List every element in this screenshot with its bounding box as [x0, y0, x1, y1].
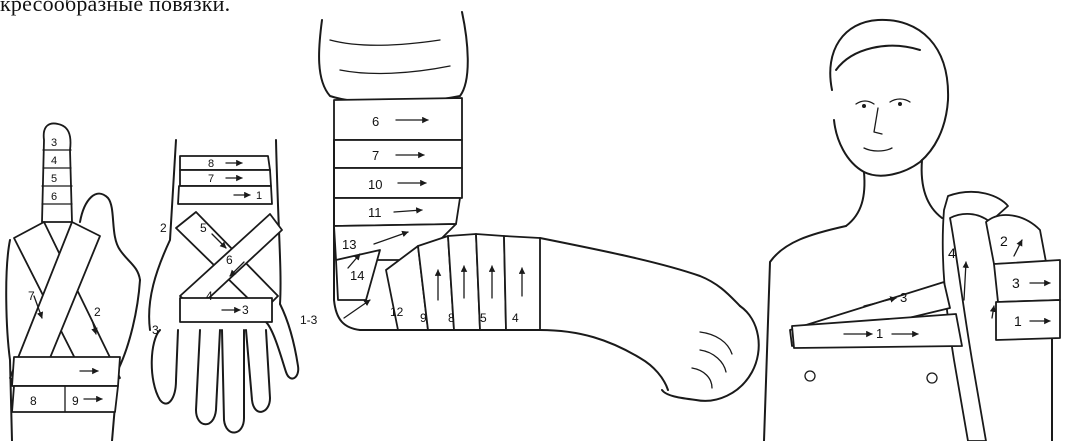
label-d-2: 2 — [1000, 233, 1008, 249]
label-c-13: 13 — [342, 237, 356, 252]
neck-d-right — [922, 160, 942, 218]
hand-b-finger-1 — [152, 330, 178, 404]
band-a-wrist-8 — [12, 357, 120, 386]
label-b-5: 5 — [200, 221, 207, 235]
label-a-7: 7 — [28, 289, 35, 303]
figure-elbow-bandage: 6 7 10 11 13 14 12 9 8 5 4 1-3 — [300, 12, 759, 401]
hand-a-outline-left — [6, 240, 12, 441]
label-b-6: 6 — [226, 253, 233, 267]
label-b-1: 1 — [256, 190, 262, 202]
hairline-d — [836, 46, 920, 70]
label-c-11: 11 — [368, 205, 382, 220]
sleeve — [319, 12, 468, 103]
label-b-2: 2 — [160, 221, 167, 235]
figure-shoulder-bandage: 4 2 3 3 1 1 — [764, 20, 1060, 441]
nipple-right-d — [927, 373, 937, 383]
label-a-6: 6 — [51, 191, 57, 203]
neck-d-left — [846, 172, 864, 226]
forearm-c-bottom — [540, 330, 668, 390]
hand-b-finger-2 — [196, 330, 220, 424]
label-a-8: 8 — [30, 394, 37, 408]
label-c-1-3: 1-3 — [300, 313, 318, 327]
label-c-9: 9 — [420, 311, 427, 325]
label-d-4: 4 — [948, 245, 956, 261]
label-c-6: 6 — [372, 114, 379, 129]
label-c-10: 10 — [368, 177, 382, 192]
hand-b-finger-3 — [222, 330, 244, 433]
band-c-6 — [334, 98, 462, 140]
hand-b-left — [149, 140, 176, 330]
label-c-14: 14 — [350, 268, 364, 283]
label-c-7: 7 — [372, 148, 379, 163]
band-c-7 — [334, 140, 462, 168]
label-a-4: 4 — [51, 155, 57, 167]
label-b-3b: 3 — [152, 323, 159, 337]
label-d-3-chest: 3 — [900, 290, 907, 305]
label-b-3: 3 — [242, 303, 249, 317]
head-d — [830, 20, 948, 176]
label-c-12: 12 — [390, 305, 404, 319]
label-c-5: 5 — [480, 311, 487, 325]
band-d-2 — [986, 215, 1046, 264]
label-a-3: 3 — [51, 137, 57, 149]
nipple-left-d — [805, 371, 815, 381]
label-a-9: 9 — [72, 394, 79, 408]
label-d-3-arm: 3 — [1012, 275, 1020, 291]
label-a-2: 2 — [94, 305, 101, 319]
label-c-4: 4 — [512, 311, 519, 325]
label-d-1-arm: 1 — [1014, 313, 1022, 329]
label-a-5: 5 — [51, 173, 57, 185]
figure-thumb-bandage: 3 4 5 6 7 2 8 9 — [6, 123, 140, 441]
hand-b-finger-4 — [246, 330, 270, 412]
band-d-3 — [994, 260, 1060, 302]
label-c-8: 8 — [448, 311, 455, 325]
figure-hand-bandage: 8 7 1 2 5 6 4 3 3 — [149, 140, 298, 433]
label-b-8: 8 — [208, 158, 214, 170]
label-b-4: 4 — [206, 289, 213, 303]
band-d-1 — [996, 300, 1060, 340]
band-b-8 — [180, 156, 270, 170]
label-d-1-chest: 1 — [876, 326, 883, 341]
forearm-c-top — [540, 238, 740, 306]
label-b-7: 7 — [208, 173, 214, 185]
